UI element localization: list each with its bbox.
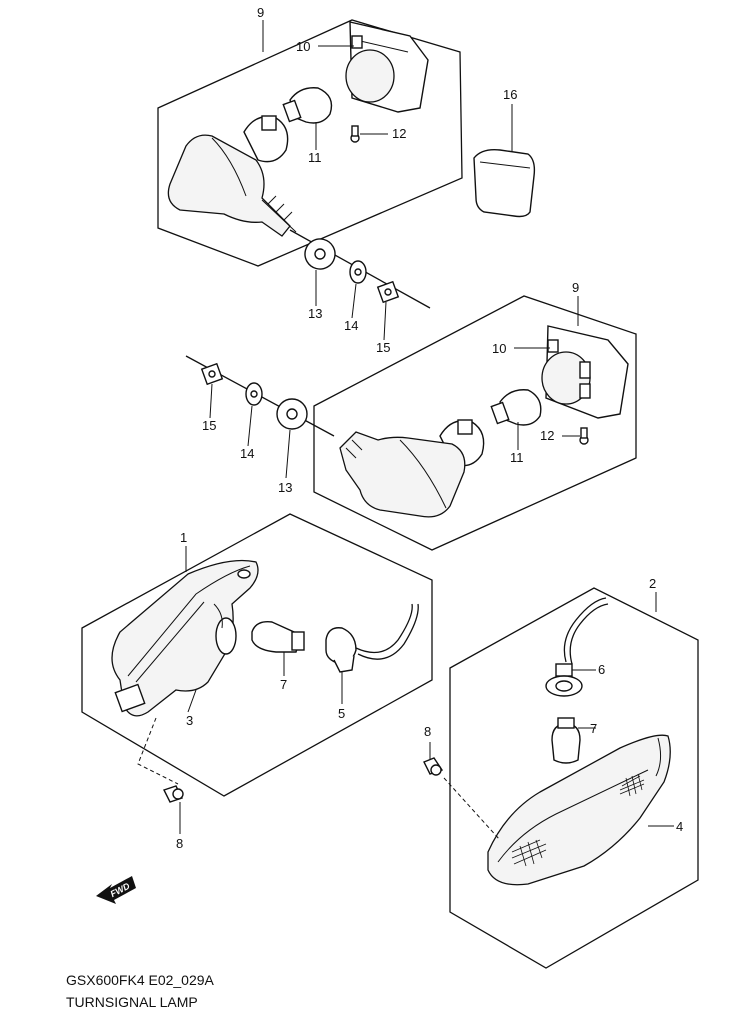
callout-14-mid: 14 — [240, 446, 254, 461]
socket-5 — [325, 603, 419, 673]
mid-group-frame — [313, 295, 637, 551]
diagram-code: GSX600FK4 E02_029A — [66, 972, 215, 988]
callout-11-top: 11 — [308, 150, 322, 165]
lens-10-mid — [541, 325, 629, 419]
callout-13-top: 13 — [308, 306, 322, 321]
rear-lamp-3 — [111, 559, 259, 717]
callout-5: 5 — [338, 706, 345, 721]
mid-assembly-group: 9 10 11 12 13 14 15 — [185, 280, 637, 551]
screw-8-right — [423, 742, 501, 841]
washer-13-top — [304, 238, 336, 270]
rear-left-group: 1 3 5 7 — [81, 513, 433, 797]
washer-13-mid — [276, 398, 308, 430]
callout-9-top: 9 — [257, 5, 264, 20]
top-assembly-group: 9 10 11 12 13 14 15 — [157, 5, 463, 355]
bulb-7-rear-right — [551, 717, 581, 764]
diagram-title: TURNSIGNAL LAMP — [66, 994, 198, 1010]
nut-15-top — [376, 280, 400, 304]
callout-6: 6 — [598, 662, 605, 677]
callout-12-top: 12 — [392, 126, 406, 141]
rear-lamp-4 — [487, 734, 671, 886]
callout-8-left: 8 — [176, 836, 183, 851]
callout-14-top: 14 — [344, 318, 358, 333]
washer-14-mid — [245, 382, 263, 406]
callout-1: 1 — [180, 530, 187, 545]
bulb-11-mid — [490, 389, 542, 426]
callout-10-top: 10 — [296, 39, 310, 54]
rear-right-group: 2 4 6 7 8 — [423, 576, 699, 969]
callout-12-mid: 12 — [540, 428, 554, 443]
callout-9-mid: 9 — [572, 280, 579, 295]
socket-top — [243, 115, 289, 163]
callout-2: 2 — [649, 576, 656, 591]
callout-3: 3 — [186, 713, 193, 728]
washer-14-top — [349, 260, 367, 284]
screw-12-mid — [579, 427, 589, 445]
screw-12-top — [350, 125, 360, 143]
bulb-7-rear-left — [251, 621, 305, 653]
callout-8-right: 8 — [424, 724, 431, 739]
top-group-frame — [157, 19, 463, 267]
fwd-arrow-icon: FWD — [96, 876, 136, 904]
callout-13-mid: 13 — [278, 480, 292, 495]
callout-15-mid: 15 — [202, 418, 216, 433]
screw-8-left: 8 — [163, 785, 184, 851]
callout-10-mid: 10 — [492, 341, 506, 356]
rear-left-frame — [81, 513, 433, 797]
socket-6 — [545, 597, 609, 697]
callout-7-right: 7 — [590, 721, 597, 736]
callout-7-left: 7 — [280, 677, 287, 692]
bulb-11-top — [282, 87, 333, 124]
signal-housing-mid — [339, 431, 466, 518]
lens-10-top — [345, 21, 429, 113]
callout-4: 4 — [676, 819, 683, 834]
callout-11-mid: 11 — [510, 450, 524, 465]
nut-15-mid — [200, 362, 224, 386]
rear-right-frame — [449, 587, 699, 969]
part-16-cover: 16 — [473, 87, 536, 218]
signal-housing-top — [167, 134, 297, 237]
callout-15-top: 15 — [376, 340, 390, 355]
callout-16: 16 — [503, 87, 517, 102]
